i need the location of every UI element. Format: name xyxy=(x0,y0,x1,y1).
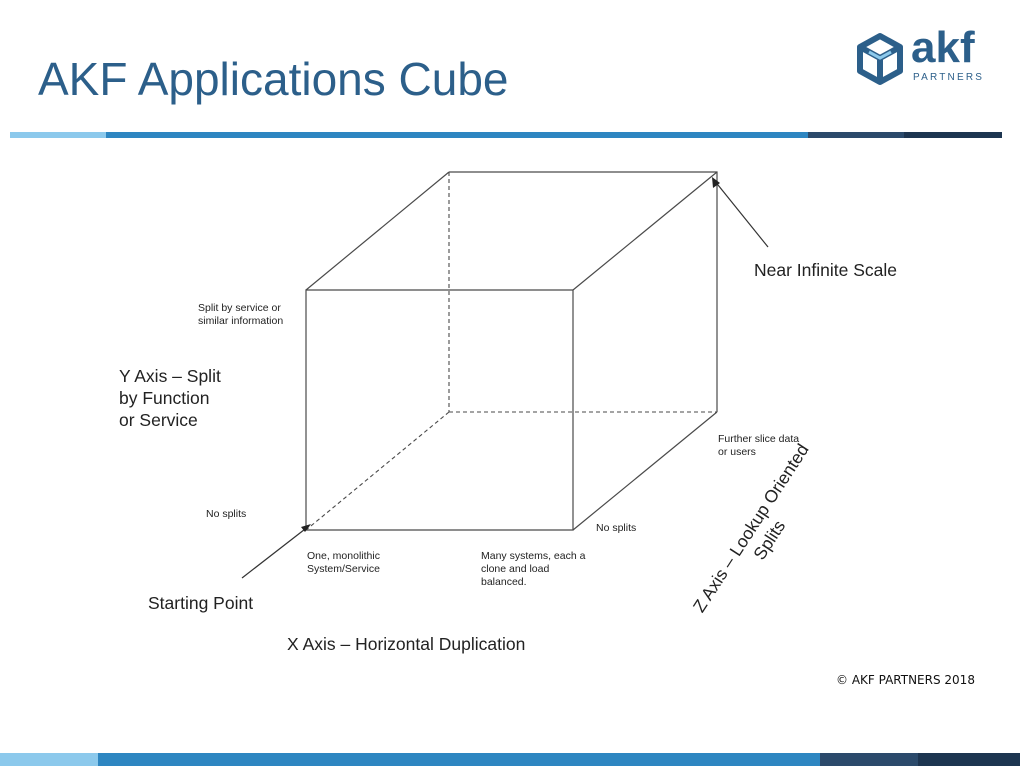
x-axis-no-splits-label: No splits xyxy=(596,522,637,534)
starting-point-label: Starting Point xyxy=(148,593,254,613)
cube-back-edges xyxy=(449,171,718,412)
origin-description: One, monolithic System/Service xyxy=(307,550,380,575)
x-axis-title: X Axis – Horizontal Duplication xyxy=(287,634,526,654)
copyright-notice: © AKF PARTNERS 2018 xyxy=(836,673,975,687)
y-axis-title: Y Axis – Split by Function or Service xyxy=(119,366,221,430)
cube-front-face xyxy=(305,289,574,531)
logo-wordmark: akf xyxy=(911,23,975,72)
cube-edge-top-right xyxy=(572,171,718,291)
cube-edge-bottom-right xyxy=(572,411,718,531)
cube-edge-top-left xyxy=(305,171,450,291)
near-infinite-scale-label: Near Infinite Scale xyxy=(754,260,897,280)
z-axis-description: Further slice data or users xyxy=(718,433,800,458)
cube-logo-icon xyxy=(857,33,903,85)
slide-title: AKF Applications Cube xyxy=(38,53,509,105)
title-divider-band xyxy=(10,132,1002,138)
starting-point-arrow xyxy=(241,525,310,579)
near-infinite-arrow xyxy=(713,179,769,248)
cube-hidden-diagonal xyxy=(305,411,450,531)
logo-subtitle: PARTNERS xyxy=(913,72,985,83)
y-axis-no-splits-label: No splits xyxy=(206,508,247,520)
y-axis-top-label: Split by service or similar information xyxy=(198,302,284,327)
near-infinite-arrowhead xyxy=(712,177,720,188)
starting-point-arrowhead xyxy=(301,524,311,532)
akf-logo: akf PARTNERS xyxy=(855,26,995,88)
x-axis-right-description: Many systems, each a clone and load bala… xyxy=(481,550,586,588)
footer-band xyxy=(0,753,1020,766)
